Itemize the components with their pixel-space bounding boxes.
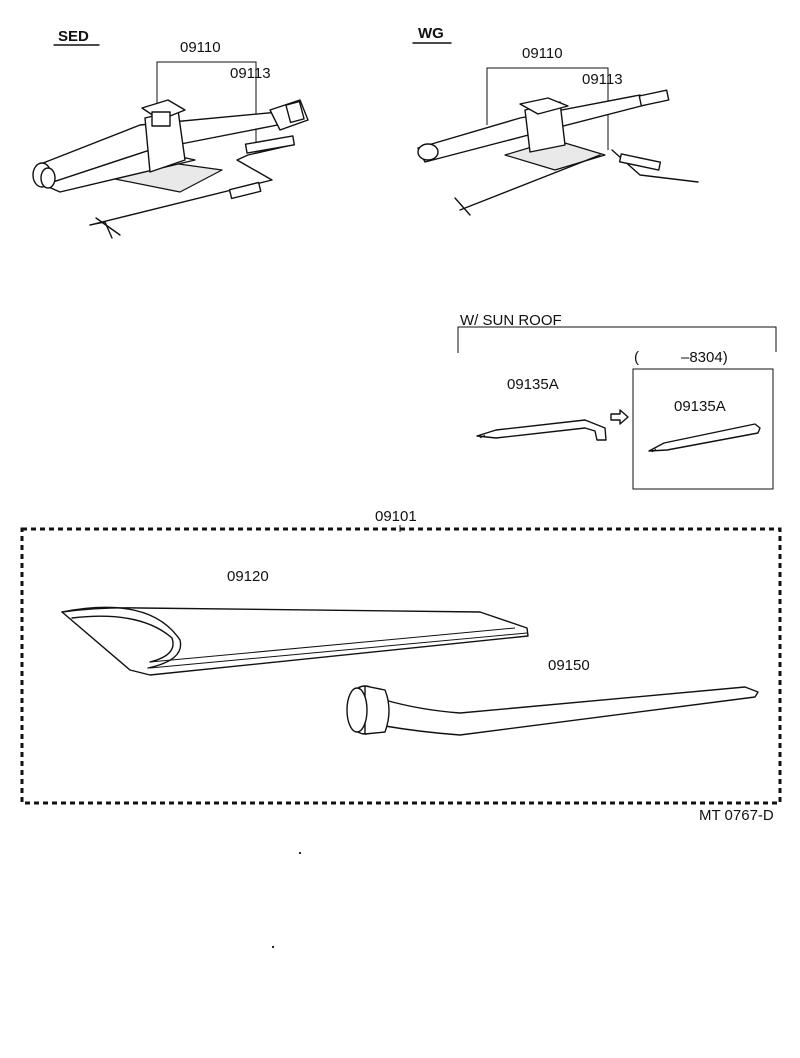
sedan-part-09110: 09110 (180, 39, 221, 56)
date-range-open: ( (634, 349, 639, 366)
figure-code: MT 0767-D (699, 807, 774, 824)
lug-wrench-illustration (346, 685, 759, 736)
sunroof-group: W/ SUN ROOF 09135A ( –8304) 09135A (457, 312, 777, 490)
lug-wrench-part-09150: 09150 (548, 657, 590, 674)
wagon-label: WG (418, 25, 444, 42)
sunroof-label: W/ SUN ROOF (460, 312, 562, 329)
wagon-part-09110: 09110 (522, 45, 563, 62)
tool-kit-boundary (20, 527, 782, 805)
tool-kit-group: 09101 09120 09150 (20, 508, 782, 805)
tool-bag-part-09120: 09120 (227, 568, 269, 585)
wagon-scissor-jack-illustration (417, 89, 699, 216)
sunroof-part-09135a: 09135A (507, 376, 559, 393)
sedan-scissor-jack-illustration (32, 99, 309, 239)
sedan-jack-group: SED 09110 09113 (32, 28, 309, 239)
sedan-part-09113: 09113 (230, 65, 271, 82)
tool-kit-part-09101: 09101 (375, 508, 417, 525)
sunroof-crank-handle-new (648, 423, 761, 453)
sunroof-crank-handle (476, 419, 607, 441)
sunroof-part-09135a-new: 09135A (674, 398, 726, 415)
sedan-label: SED (58, 28, 89, 45)
wagon-jack-group: WG 09110 09113 (412, 25, 699, 216)
later-model-box (632, 368, 774, 490)
replacement-arrow-icon (610, 409, 629, 425)
wagon-part-09113: 09113 (582, 71, 623, 88)
tool-bag-illustration (61, 606, 529, 676)
date-range-close: –8304) (681, 349, 728, 366)
